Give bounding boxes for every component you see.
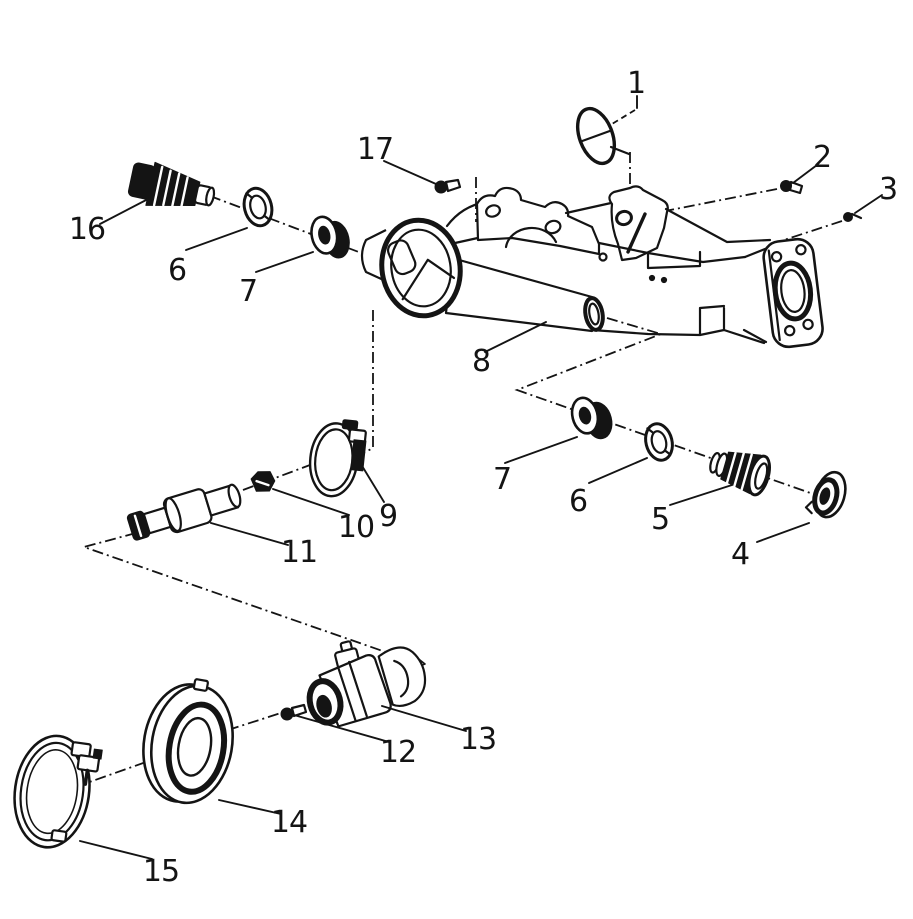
callout-17: 17 <box>357 132 393 167</box>
leader-5 <box>669 484 733 506</box>
leader-10 <box>272 488 350 516</box>
housing-bore <box>379 217 463 319</box>
callout-6-right: 6 <box>569 484 587 519</box>
housing-rear-lug <box>608 185 669 262</box>
callout-1: 1 <box>627 66 645 101</box>
flange-hole <box>770 251 783 263</box>
callout-16: 16 <box>69 212 105 247</box>
housing-tube-end <box>583 296 605 332</box>
bracket-hole-left <box>485 204 501 218</box>
axis-left-plug-series <box>209 195 373 258</box>
flange-hole <box>783 324 796 337</box>
seal-axis-link <box>609 145 631 156</box>
leader-9 <box>355 455 385 503</box>
part-u-joint-yoke <box>306 640 427 728</box>
leader-17 <box>383 160 437 185</box>
callout-8: 8 <box>472 344 490 379</box>
leader-15 <box>79 840 153 860</box>
part-hose-clamp-large <box>13 734 103 849</box>
leader-1b <box>611 109 636 125</box>
flange-hole <box>802 318 814 331</box>
housing-pin <box>598 252 608 262</box>
callout-13: 13 <box>460 722 496 757</box>
housing-bracket-arch <box>504 226 558 249</box>
callout-7-left: 7 <box>239 274 257 309</box>
lug-rib <box>626 212 647 254</box>
part-flange-bolt <box>780 180 804 195</box>
leader-lines <box>79 95 883 860</box>
housing-arm-edges <box>564 201 772 264</box>
callout-7-right: 7 <box>493 462 511 497</box>
axis-shaft-to-yoke <box>80 532 421 665</box>
callout-9: 9 <box>379 499 397 534</box>
callout-4: 4 <box>731 537 749 572</box>
leader-11 <box>210 522 289 546</box>
callout-5: 5 <box>651 502 669 537</box>
housing-flange <box>762 237 824 349</box>
callout-labels: 1 2 3 4 5 6 7 8 9 10 11 12 13 14 15 16 1… <box>69 66 898 889</box>
leader-4 <box>756 522 810 543</box>
callout-12: 12 <box>380 735 416 770</box>
housing-axle-tube <box>444 256 594 333</box>
part-hose-clamp-small <box>308 419 367 498</box>
part-adjuster-plug-left <box>127 161 216 208</box>
flange-hole <box>795 244 807 256</box>
part-bearing-left <box>310 215 350 259</box>
housing-dot-left <box>648 274 656 282</box>
callout-2: 2 <box>813 140 831 175</box>
part-bracket-bolt <box>434 178 462 194</box>
leader-16 <box>99 197 151 225</box>
part-rubber-boot <box>142 678 234 805</box>
part-lock-washer-right <box>644 422 674 462</box>
part-oval-seal-ring <box>575 106 617 166</box>
part-hex-nut <box>250 471 276 492</box>
axle-housing <box>360 185 824 349</box>
part-pinch-bolt <box>280 703 308 721</box>
part-ring-nut <box>804 470 847 519</box>
leader-14 <box>218 799 282 815</box>
leader-3 <box>854 194 883 214</box>
part-adjuster-plug-right <box>709 451 771 497</box>
part-bearing-right <box>570 396 613 440</box>
axis-bolt3 <box>783 220 843 241</box>
callout-11: 11 <box>281 535 317 570</box>
part-small-screw <box>843 212 863 222</box>
leader-6-left <box>185 227 248 251</box>
callout-6-left: 6 <box>168 253 186 288</box>
axis-bolt2 <box>639 188 778 217</box>
axis-clamp15-boot14 <box>35 761 147 802</box>
callout-10: 10 <box>338 510 374 545</box>
leader-12 <box>293 714 390 743</box>
housing-top-bracket <box>475 186 601 256</box>
callout-3: 3 <box>879 172 897 207</box>
leader-7-left <box>255 251 314 273</box>
housing-dot-right <box>660 276 668 284</box>
leader-8 <box>484 321 547 353</box>
bracket-hole-right <box>544 219 562 235</box>
housing-step-upper <box>646 250 702 270</box>
lug-hole <box>615 209 633 227</box>
leader-2 <box>792 164 818 184</box>
leader-6-right <box>588 457 648 484</box>
callout-14: 14 <box>271 805 307 840</box>
leader-13 <box>381 705 467 732</box>
callout-15: 15 <box>143 854 179 889</box>
axis-right-plug-series <box>514 317 817 496</box>
housing-bottom-edge <box>590 304 766 345</box>
part-stub-shaft <box>126 483 242 541</box>
part-lock-washer-left <box>242 186 274 228</box>
leader-7-right <box>504 436 578 464</box>
